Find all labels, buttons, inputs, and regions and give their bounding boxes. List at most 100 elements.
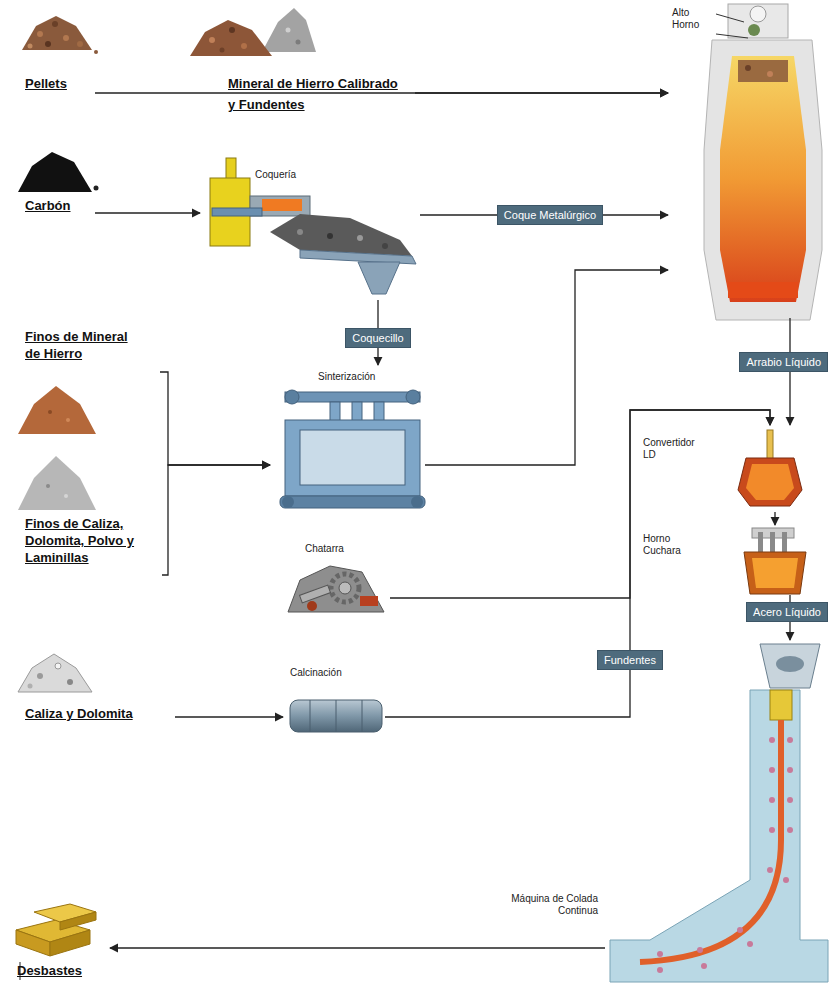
pellets-pile <box>28 44 33 49</box>
process-label: Calcinación <box>290 667 375 679</box>
process-node: Desbastes <box>12 900 110 984</box>
scrap-pile <box>307 601 317 611</box>
continuous-caster <box>787 797 793 803</box>
continuous-caster <box>657 967 663 973</box>
scrap-pile <box>288 566 384 612</box>
scrap-pile <box>300 585 331 603</box>
pellets-pile <box>94 50 98 54</box>
ld-converter <box>746 464 794 500</box>
edge-label: Arrabio Líquido <box>739 352 828 372</box>
flow-arrow <box>390 410 770 598</box>
process-label: Máquina de Colada Continua <box>502 893 598 917</box>
process-label: Alto Horno <box>672 7 714 31</box>
sinter-machine <box>280 496 425 508</box>
limestone-dolomite-pile <box>18 654 92 692</box>
sinter-machine <box>285 420 420 496</box>
blast-furnace <box>728 4 788 38</box>
process-node: Caliza y Dolomita <box>15 645 175 725</box>
sinter-machine <box>352 402 362 422</box>
flow-arrow <box>774 512 775 525</box>
pellets-pile <box>22 16 92 50</box>
material-label: Mineral de Hierro Calibrado y Fundentes <box>228 73 403 115</box>
coke-oven <box>226 158 236 180</box>
blast-furnace <box>745 65 751 71</box>
edge-label: Acero Líquido <box>746 602 828 622</box>
continuous-caster <box>737 927 743 933</box>
continuous-caster <box>697 947 703 953</box>
process-node: Mineral de Hierro Calibrado y Fundentes <box>185 5 415 118</box>
limestone-dolomite-pile <box>67 679 73 685</box>
sinter-machine <box>330 402 340 422</box>
limestone-dolomite-pile <box>37 673 43 679</box>
blast-furnace <box>748 24 760 36</box>
process-node: Calcinación <box>283 660 385 737</box>
continuous-caster <box>701 963 707 969</box>
coke-oven <box>270 214 412 256</box>
flow-arrow <box>95 212 200 213</box>
limestone-fines-pile <box>18 456 96 510</box>
continuous-caster <box>769 767 775 773</box>
edge-label: Coquecillo <box>345 328 410 348</box>
continuous-caster <box>767 867 773 873</box>
blast-furnace <box>720 56 806 302</box>
sinter-machine <box>285 392 420 402</box>
coal-pile <box>94 186 99 191</box>
steel-slabs <box>16 930 50 956</box>
ore-and-flux-piles <box>262 8 316 52</box>
sinter-machine <box>374 402 384 422</box>
blast-furnace <box>738 60 788 82</box>
pellets-pile <box>37 31 43 37</box>
steel-slabs <box>60 912 96 930</box>
scrap-pile <box>288 566 384 612</box>
ore-fines-pile <box>48 410 52 414</box>
limestone-fines-pile <box>46 484 50 488</box>
ore-and-flux-piles <box>286 28 291 33</box>
continuous-caster <box>760 644 820 688</box>
scrap-pile <box>331 574 359 602</box>
pellets-pile <box>77 41 83 47</box>
flow-arrow <box>162 465 270 575</box>
ore-fines-pile <box>66 418 70 422</box>
coke-oven <box>212 208 262 216</box>
calcination-kiln <box>290 700 382 732</box>
pellets-pile <box>63 35 69 41</box>
sinter-machine <box>280 390 425 508</box>
sinter-machine <box>300 430 405 485</box>
continuous-caster <box>776 656 804 672</box>
flow-arrow <box>425 270 668 465</box>
limestone-fines-pile <box>18 456 96 510</box>
material-label: Finos de Caliza, Dolomita, Polvo y Lamin… <box>25 515 160 566</box>
process-node: Convertidor LD <box>735 425 812 512</box>
ore-and-flux-piles <box>220 48 225 53</box>
sinter-machine <box>282 496 294 508</box>
calcination-kiln <box>336 700 337 732</box>
limestone-fines-pile <box>64 494 68 498</box>
process-node: Finos de Mineral de Hierro <box>12 325 160 440</box>
flow-arrow <box>385 410 770 717</box>
pellets-pile <box>45 41 51 47</box>
process-node: Horno Cuchara <box>735 525 812 595</box>
material-label: Carbón <box>25 197 93 214</box>
ore-and-flux-piles <box>296 40 301 45</box>
ore-and-flux-piles <box>190 20 272 56</box>
coke-oven <box>358 262 400 294</box>
ld-converter <box>738 430 802 506</box>
calcination-kiln <box>362 700 363 732</box>
flow-arrow <box>415 92 668 93</box>
ore-and-flux-piles <box>190 8 316 56</box>
coke-oven <box>357 235 363 241</box>
scrap-pile <box>339 582 351 594</box>
ladle-furnace <box>744 552 806 594</box>
material-label: Caliza y Dolomita <box>25 705 170 722</box>
ore-and-flux-piles <box>209 37 215 43</box>
blast-furnace <box>704 40 822 320</box>
material-label: Pellets <box>25 75 93 92</box>
coke-oven <box>210 158 416 294</box>
pellets-pile <box>52 21 58 27</box>
pellets-pile <box>22 16 98 54</box>
material-label: Finos de Mineral de Hierro <box>25 328 145 362</box>
process-label: Sinterización <box>318 371 408 383</box>
sinter-machine <box>406 390 420 404</box>
